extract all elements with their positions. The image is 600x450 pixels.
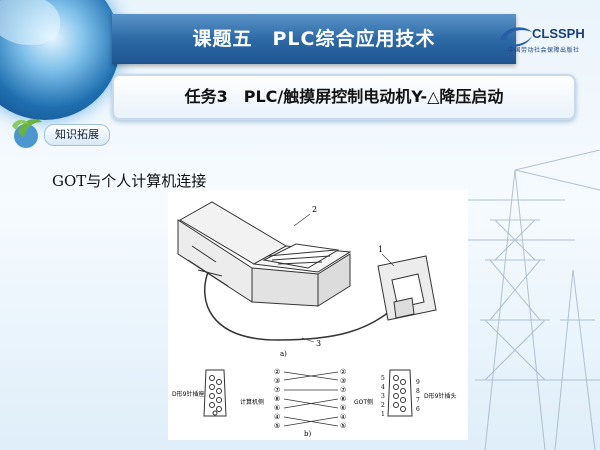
plug-number: 3 (381, 393, 385, 400)
got-pin: ⑦ (340, 386, 346, 394)
plug-number: 5 (381, 375, 385, 382)
logo-brand-text: CLSSPH (532, 26, 585, 41)
callout-3: 3 (316, 339, 321, 348)
pc-pin: ③ (274, 377, 280, 385)
plug-number: 6 (416, 406, 420, 413)
plug-number: 1 (381, 411, 385, 418)
swirl-logo-icon (500, 27, 532, 47)
plug-number: 7 (416, 397, 420, 404)
laptop-drawing (177, 201, 352, 307)
got-pin: ⑧ (340, 395, 346, 403)
plug-number: 2 (381, 402, 385, 409)
connection-figure: 1 2 3 a) D形9针插座 ② ③ ⑦ ⑧ ⑥ ④ ⑤ (168, 190, 468, 440)
got-side-label: GOT侧 (354, 398, 373, 406)
got-pin: ④ (340, 413, 346, 421)
leaf-globe-icon (12, 119, 42, 148)
pc-pin: ⑤ (274, 422, 280, 430)
callout-2: 2 (312, 205, 317, 214)
knowledge-badge: 知识拓展 (6, 112, 116, 154)
plug-number: 4 (381, 384, 385, 391)
pc-pin-list: ② ③ ⑦ ⑧ ⑥ ④ ⑤ (274, 368, 280, 430)
got-pin: ⑤ (340, 422, 346, 430)
section-heading: GOT与个人计算机连接 (52, 172, 207, 190)
got-pin: ⑥ (340, 404, 346, 412)
plug-right-numbers: 9 8 7 6 (416, 379, 420, 413)
badge-label: 知识拓展 (44, 124, 110, 146)
pc-pin: ⑥ (274, 404, 280, 412)
task-bar: 任务3 PLC/触摸屏控制电动机Y-△降压启动 (112, 74, 576, 120)
pc-pin: ⑧ (274, 395, 280, 403)
task-title: 任务3 PLC/触摸屏控制电动机Y-△降压启动 (184, 87, 504, 106)
plug-left-numbers: 5 4 3 2 1 (381, 375, 385, 418)
pc-pin: ⑦ (274, 386, 280, 394)
plug-number: 9 (416, 379, 420, 386)
got-pin-list: ② ③ ⑦ ⑧ ⑥ ④ ⑤ (340, 368, 346, 430)
publisher-logo: CLSSPH 中国劳动社会保障出版社 (490, 18, 598, 62)
caption-a: a) (280, 350, 287, 358)
course-title: 课题五 PLC综合应用技术 (192, 28, 436, 50)
wiring-lines (283, 371, 339, 427)
header-bar: 课题五 PLC综合应用技术 (112, 14, 516, 64)
pc-side-label: 计算机侧 (240, 398, 264, 406)
plug-number: 8 (416, 388, 420, 395)
right-d-plug (387, 369, 413, 417)
left-d-connector (203, 369, 227, 417)
callout-1: 1 (378, 245, 383, 254)
caption-b: b) (304, 430, 311, 438)
connection-diagram: 1 2 3 a) D形9针插座 ② ③ ⑦ ⑧ ⑥ ④ ⑤ (172, 201, 456, 438)
cable-line (204, 271, 395, 341)
power-tower-graphic (455, 150, 600, 450)
left-connector-label: D形9针插座 (172, 390, 204, 398)
got-pin: ③ (340, 377, 346, 385)
pc-pin: ② (274, 368, 280, 376)
globe-land-shape (0, 0, 60, 45)
pc-pin: ④ (274, 413, 280, 421)
got-unit-drawing (377, 255, 437, 321)
logo-subtitle: 中国劳动社会保障出版社 (508, 47, 580, 54)
got-pin: ② (340, 368, 346, 376)
right-connector-label: D形9针插头 (424, 392, 456, 400)
